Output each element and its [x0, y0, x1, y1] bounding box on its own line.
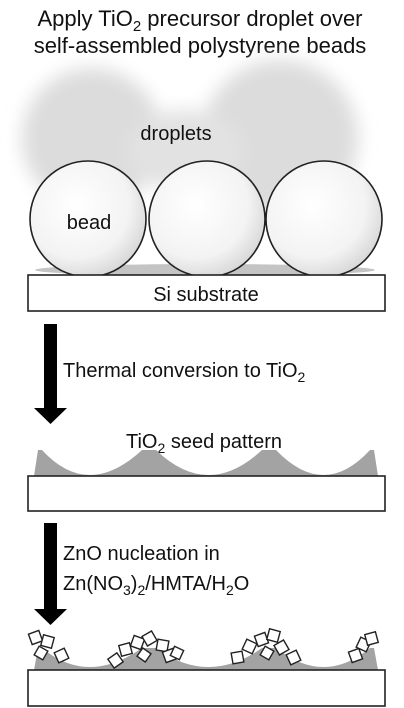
- step1-panel: droplets bead Si substrate: [22, 60, 386, 312]
- title-line-2: self-assembled polystyrene beads: [34, 33, 367, 58]
- crystal-cluster-2: [106, 630, 185, 670]
- droplets-label: droplets: [140, 123, 211, 145]
- step3-panel: [27, 627, 386, 707]
- bead-2: [148, 160, 266, 278]
- seed-pattern-label: TiO2 seed pattern: [126, 431, 282, 456]
- tio2-seed-pattern: [34, 450, 378, 476]
- zno-nucleation-line-1: ZnO nucleation in: [63, 543, 220, 565]
- substrate-label: Si substrate: [153, 284, 259, 306]
- si-substrate-3: [27, 669, 386, 707]
- crystal-cluster-3: [230, 627, 302, 666]
- si-substrate: [27, 274, 386, 312]
- zno-nucleation-line-2: Zn(NO3)2/HMTA/H2O: [63, 573, 249, 598]
- step2-panel: TiO2 seed pattern: [27, 431, 386, 512]
- bead-3: [265, 160, 383, 278]
- arrow-down-icon-2: [34, 523, 67, 625]
- thermal-conversion-label: Thermal conversion to TiO2: [63, 360, 306, 385]
- arrow-down-icon-1: [34, 324, 67, 424]
- crystal-cluster-1: [27, 629, 70, 664]
- crystal-cluster-4: [347, 630, 380, 664]
- title-line-1: Apply TiO2 precursor droplet over: [37, 6, 362, 35]
- bead-label: bead: [67, 212, 112, 234]
- tio2-seed-pattern-3: [34, 648, 378, 670]
- zno-crystals: [27, 627, 380, 670]
- si-substrate-2: [27, 475, 386, 512]
